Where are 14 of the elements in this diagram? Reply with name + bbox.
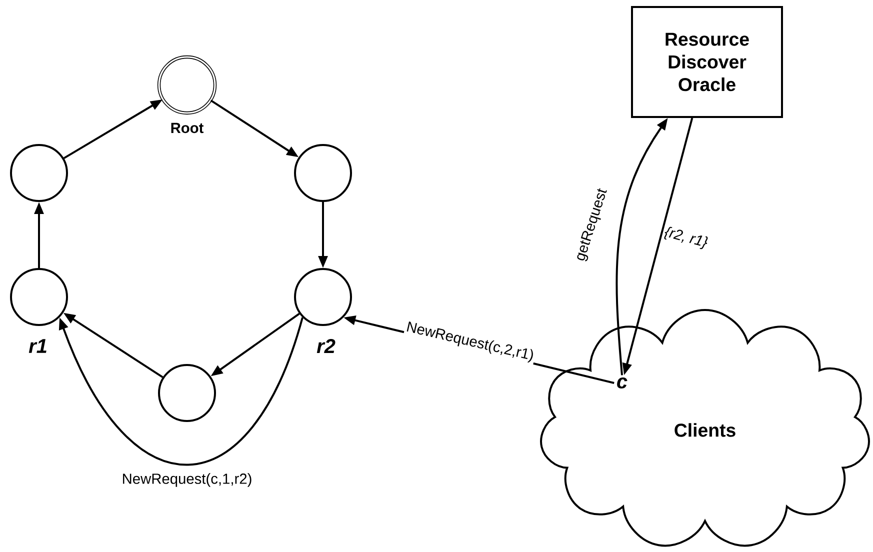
circle-node — [10, 144, 68, 202]
oracle-box: Resource Discover Oracle — [631, 6, 783, 118]
circle-node — [294, 144, 352, 202]
node-label: r1 — [28, 339, 46, 353]
edge-label: {r2, r1} — [661, 224, 711, 252]
circle-node — [294, 268, 352, 326]
circle-node — [158, 364, 216, 422]
client-label: c — [617, 378, 628, 388]
root-circle — [157, 55, 217, 115]
arrow — [58, 317, 304, 466]
edge-label: NewRequest(c,1,r2) — [120, 472, 254, 488]
node-label: r2 — [316, 339, 336, 353]
circle-node — [10, 268, 68, 326]
node-label: Root — [171, 122, 204, 134]
